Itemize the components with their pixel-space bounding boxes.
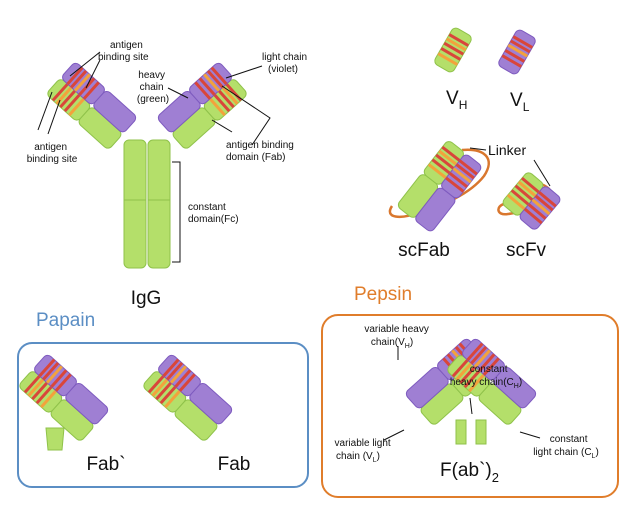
igg-antigen-site-top: antigen binding site	[98, 40, 149, 63]
pepsin-title: Pepsin	[354, 284, 412, 305]
fab-label: Fab	[218, 454, 251, 475]
variable-heavy-label: variable heavy chain(VH)	[364, 324, 431, 350]
constant-light-label: constant light chain (CL)	[533, 434, 599, 460]
vh-domain	[432, 25, 474, 75]
papain-fab	[142, 353, 234, 442]
vl-label: VL	[510, 90, 530, 114]
igg-fc-domain-label: constant domain(Fc)	[188, 202, 239, 225]
linker-pointers	[469, 147, 551, 187]
papain-box	[17, 342, 309, 488]
scfab-fragment	[388, 140, 490, 233]
igg-molecule	[46, 61, 248, 269]
igg-fab-left	[46, 61, 138, 150]
igg-light-chain-label: light chain (violet)	[262, 52, 310, 75]
scfv-fragment	[497, 170, 563, 232]
scfab-label: scFab	[398, 240, 450, 261]
pepsin-pointer-lines	[383, 346, 541, 441]
hinge-right	[475, 419, 487, 445]
hinge-left	[455, 419, 467, 445]
linker-label: Linker	[488, 142, 526, 158]
variable-light-label: variable light chain (VL)	[335, 438, 394, 464]
igg-antigen-site-left: antigen binding site	[27, 142, 78, 165]
fab-prime-hinge	[45, 427, 65, 451]
igg-fc-right	[147, 139, 171, 269]
igg-title: IgG	[131, 288, 162, 309]
igg-pointer-lines	[37, 51, 271, 263]
igg-fc-left	[123, 139, 147, 269]
vh-label: VH	[446, 88, 467, 112]
igg-heavy-chain-label: heavy chain (green)	[137, 70, 169, 105]
igg-fab-domain-label: antigen binding domain (Fab)	[226, 140, 297, 163]
fab-prime-label: Fab`	[86, 454, 125, 475]
igg-fab-right	[156, 61, 248, 150]
papain-title: Papain	[36, 310, 95, 331]
vl-domain	[496, 27, 538, 77]
constant-heavy-label: constant heavy chain(CH)	[450, 364, 522, 390]
fab2-label: F(ab`)2	[440, 460, 499, 485]
pepsin-box	[321, 314, 619, 498]
scfv-label: scFv	[506, 240, 547, 261]
